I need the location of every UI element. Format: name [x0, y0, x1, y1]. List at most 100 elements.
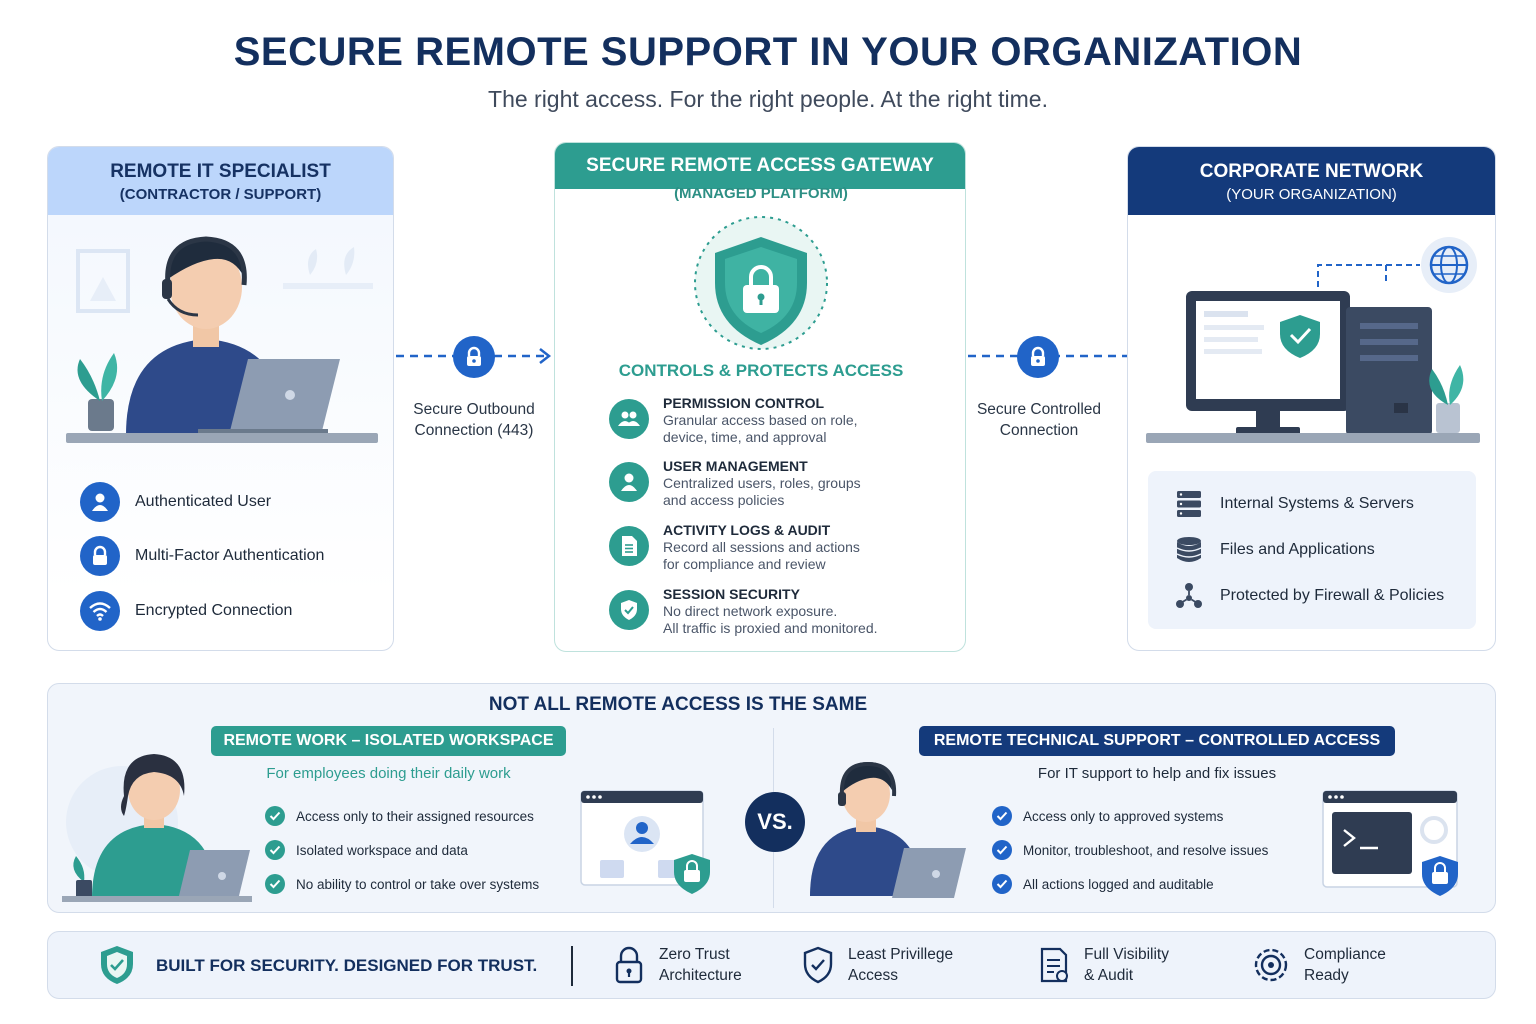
corporate-network-subtitle: (YOUR ORGANIZATION) [1226, 186, 1397, 203]
lock-icon [615, 946, 643, 984]
remote-work-check-3: No ability to control or take over syste… [265, 873, 539, 895]
corporate-network-title: CORPORATE NETWORK [1199, 161, 1424, 182]
footer-zero-trust-line1: Zero Trust [659, 946, 730, 963]
remote-support-check-3: All actions logged and auditable [992, 873, 1214, 895]
encrypted-connection-label: Encrypted Connection [135, 602, 293, 619]
check-icon [992, 806, 1012, 826]
remote-support-pill: REMOTE TECHNICAL SUPPORT – CONTROLLED AC… [919, 726, 1395, 756]
remote-work-check-3-label: No ability to control or take over syste… [296, 876, 540, 892]
shield-check-icon [803, 946, 833, 984]
footer-divider [571, 946, 573, 986]
document-icon [609, 526, 649, 566]
left-connector-label: Secure Outbound Connection (443) [400, 399, 548, 441]
users-icon [609, 399, 649, 439]
permission-control-desc2: device, time, and approval [663, 429, 827, 445]
check-icon [265, 874, 285, 894]
database-icon [1174, 535, 1204, 565]
wifi-icon [80, 591, 120, 631]
remote-specialist-title: REMOTE IT SPECIALIST [110, 161, 331, 182]
authenticated-user-item: Authenticated User [80, 482, 271, 522]
support-illustration [810, 761, 966, 898]
footer-full-visibility-line1: Full Visibility [1084, 946, 1169, 963]
footer-full-visibility-line2: & Audit [1084, 967, 1134, 984]
check-icon [265, 840, 285, 860]
authenticated-user-label: Authenticated User [135, 493, 272, 510]
internal-systems-item: Internal Systems & Servers [1174, 489, 1414, 519]
shield-icon [694, 216, 828, 350]
right-connector-line1: Secure Controlled [976, 401, 1102, 418]
remote-work-check-2: Isolated workspace and data [265, 839, 468, 861]
remote-work-pill: REMOTE WORK – ISOLATED WORKSPACE [211, 726, 566, 756]
footer-zero-trust-line2: Architecture [659, 967, 742, 984]
check-icon [992, 840, 1012, 860]
isolated-workspace-window [580, 790, 710, 894]
permission-control-title: PERMISSION CONTROL [663, 395, 825, 411]
files-apps-item: Files and Applications [1174, 535, 1375, 565]
footer-main-item: BUILT FOR SECURITY. DESIGNED FOR TRUST. [98, 932, 537, 998]
remote-work-check-1: Access only to their assigned resources [265, 805, 534, 827]
session-security-title: SESSION SECURITY [663, 586, 800, 602]
user-management-title: USER MANAGEMENT [663, 458, 808, 474]
encrypted-connection-item: Encrypted Connection [80, 591, 292, 631]
left-connector-line1: Secure Outbound [413, 401, 535, 418]
remote-specialist-card: REMOTE IT SPECIALIST (CONTRACTOR / SUPPO… [47, 146, 394, 651]
employee-illustration [62, 754, 252, 902]
shield-check-icon [609, 590, 649, 630]
firewall-item: Protected by Firewall & Policies [1174, 581, 1444, 611]
terminal-window [1322, 790, 1458, 896]
footer-full-visibility: Full Visibility & Audit [1038, 932, 1169, 998]
gear-icon [1254, 948, 1288, 982]
corporate-illustration [1146, 237, 1480, 443]
remote-support-subtitle: For IT support to help and fix issues [1037, 765, 1277, 782]
remote-support-check-1-label: Access only to approved systems [1023, 808, 1224, 824]
gateway-header: SECURE REMOTE ACCESS GATEWAY [555, 143, 965, 189]
left-connector-line2: Connection (443) [414, 422, 534, 439]
remote-support-check-2: Monitor, troubleshoot, and resolve issue… [992, 839, 1268, 861]
lock-icon [1017, 336, 1059, 378]
lock-icon [453, 336, 495, 378]
remote-specialist-header: REMOTE IT SPECIALIST (CONTRACTOR / SUPPO… [48, 147, 393, 215]
shield-check-icon [101, 946, 133, 984]
user-management-desc2: and access policies [663, 492, 785, 508]
network-resources-box: Internal Systems & Servers Files and App… [1148, 471, 1476, 629]
comparison-title: NOT ALL REMOTE ACCESS IS THE SAME [488, 694, 868, 715]
gateway-title: SECURE REMOTE ACCESS GATEWAY [586, 155, 934, 176]
remote-support-check-3-label: All actions logged and auditable [1023, 876, 1214, 892]
session-security-desc1: No direct network exposure. [663, 603, 838, 619]
footer-least-privilege-line2: Access [848, 967, 898, 984]
mfa-item: Multi-Factor Authentication [80, 536, 324, 576]
remote-work-subtitle: For employees doing their daily work [266, 765, 511, 782]
footer-full-visibility-label: Full Visibility & Audit [1084, 944, 1169, 986]
activity-logs-desc2: for compliance and review [663, 556, 826, 572]
internal-systems-label: Internal Systems & Servers [1220, 495, 1414, 512]
page-title: SECURE REMOTE SUPPORT IN YOUR ORGANIZATI… [233, 30, 1303, 74]
remote-work-check-2-label: Isolated workspace and data [296, 842, 468, 858]
right-connector-line2: Connection [999, 422, 1079, 439]
remote-specialist-subtitle: (CONTRACTOR / SUPPORT) [119, 186, 322, 203]
permission-control-desc1: Granular access based on role, [663, 412, 858, 428]
server-icon [1174, 489, 1204, 519]
page-subtitle: The right access. For the right people. … [488, 86, 1048, 112]
remote-support-check-2-label: Monitor, troubleshoot, and resolve issue… [1023, 842, 1269, 858]
mfa-label: Multi-Factor Authentication [135, 547, 325, 564]
specialist-illustration [48, 215, 393, 595]
user-icon [609, 462, 649, 502]
vs-badge: VS. [745, 792, 805, 852]
footer-least-privilege-line1: Least Privillege [848, 946, 954, 963]
footer-compliance-line2: Ready [1304, 967, 1349, 984]
right-connector-label: Secure Controlled Connection [966, 399, 1112, 441]
activity-logs-title: ACTIVITY LOGS & AUDIT [663, 522, 831, 538]
firewall-label: Protected by Firewall & Policies [1220, 587, 1445, 604]
footer-compliance-line1: Compliance [1304, 946, 1386, 963]
remote-support-check-1: Access only to approved systems [992, 805, 1223, 827]
corporate-network-header: CORPORATE NETWORK (YOUR ORGANIZATION) [1128, 147, 1495, 215]
comparison-section: NOT ALL REMOTE ACCESS IS THE SAME REMOTE… [47, 683, 1496, 913]
